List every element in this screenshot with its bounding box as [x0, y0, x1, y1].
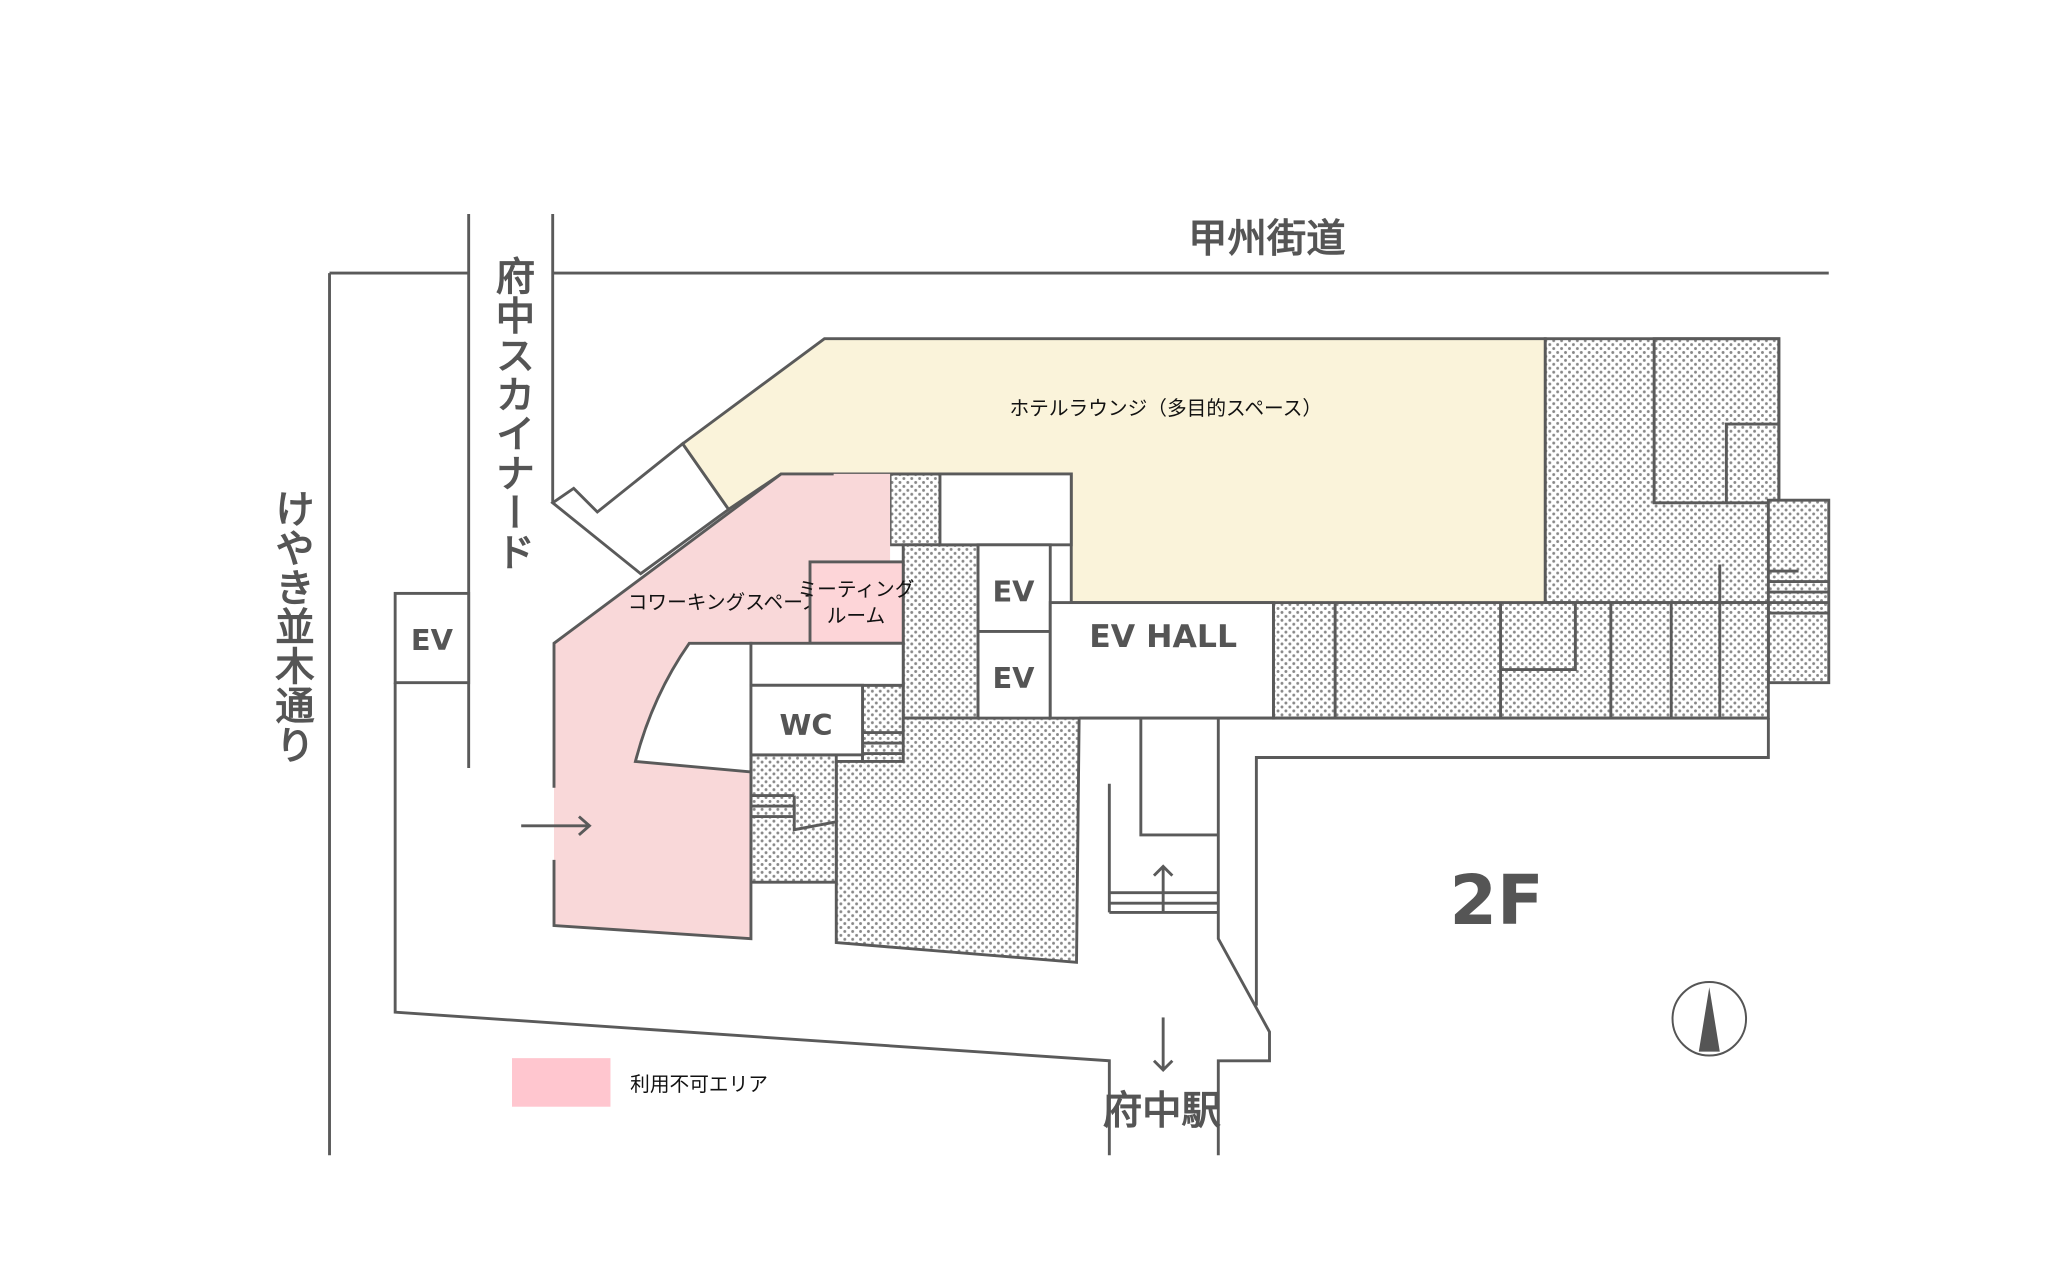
- restroom-label: WC: [780, 708, 833, 742]
- hotel-lounge-label: ホテルラウンジ（多目的スペース）: [1009, 397, 1322, 420]
- elevator-2: [976, 630, 1052, 720]
- ev-hall-label: EV HALL: [1089, 619, 1237, 655]
- elevator-left-label: EV: [411, 623, 454, 657]
- north-compass-icon: [1671, 981, 1748, 1057]
- elevator-left: [393, 591, 471, 685]
- meeting-room-label-1: ミーティング: [797, 578, 914, 601]
- coworking-label: コワーキングスペース: [628, 591, 822, 614]
- elevator-1-label: EV: [992, 574, 1035, 608]
- street-label-sky-promenade: 府中スカイナード: [489, 256, 535, 571]
- meeting-room: [808, 560, 905, 645]
- legend-label-unavailable: 利用不可エリア: [630, 1073, 768, 1096]
- meeting-room-label-2: ルーム: [827, 604, 885, 627]
- walkway-outline-right: [1216, 718, 1271, 1156]
- station-label: 府中駅: [1103, 1088, 1222, 1134]
- back-of-house-areas: [749, 337, 1831, 964]
- floor-label: 2F: [1450, 862, 1544, 941]
- corridor-outline: [1079, 716, 1770, 1006]
- restroom: [749, 683, 864, 757]
- elevator-1: [976, 543, 1052, 633]
- legend-swatch-unavailable: [512, 1058, 611, 1107]
- elevator-2-label: EV: [992, 661, 1035, 695]
- street-label-koshu-kaido: 甲州街道: [1188, 216, 1346, 262]
- corridor: [749, 641, 905, 687]
- void-area: [633, 641, 753, 774]
- direction-arrows: [521, 815, 1174, 1072]
- street-label-keyaki-namiki: けやき並木通り: [268, 488, 314, 764]
- walkway-outline-left: [393, 682, 1111, 1156]
- storage-room: [938, 472, 1073, 547]
